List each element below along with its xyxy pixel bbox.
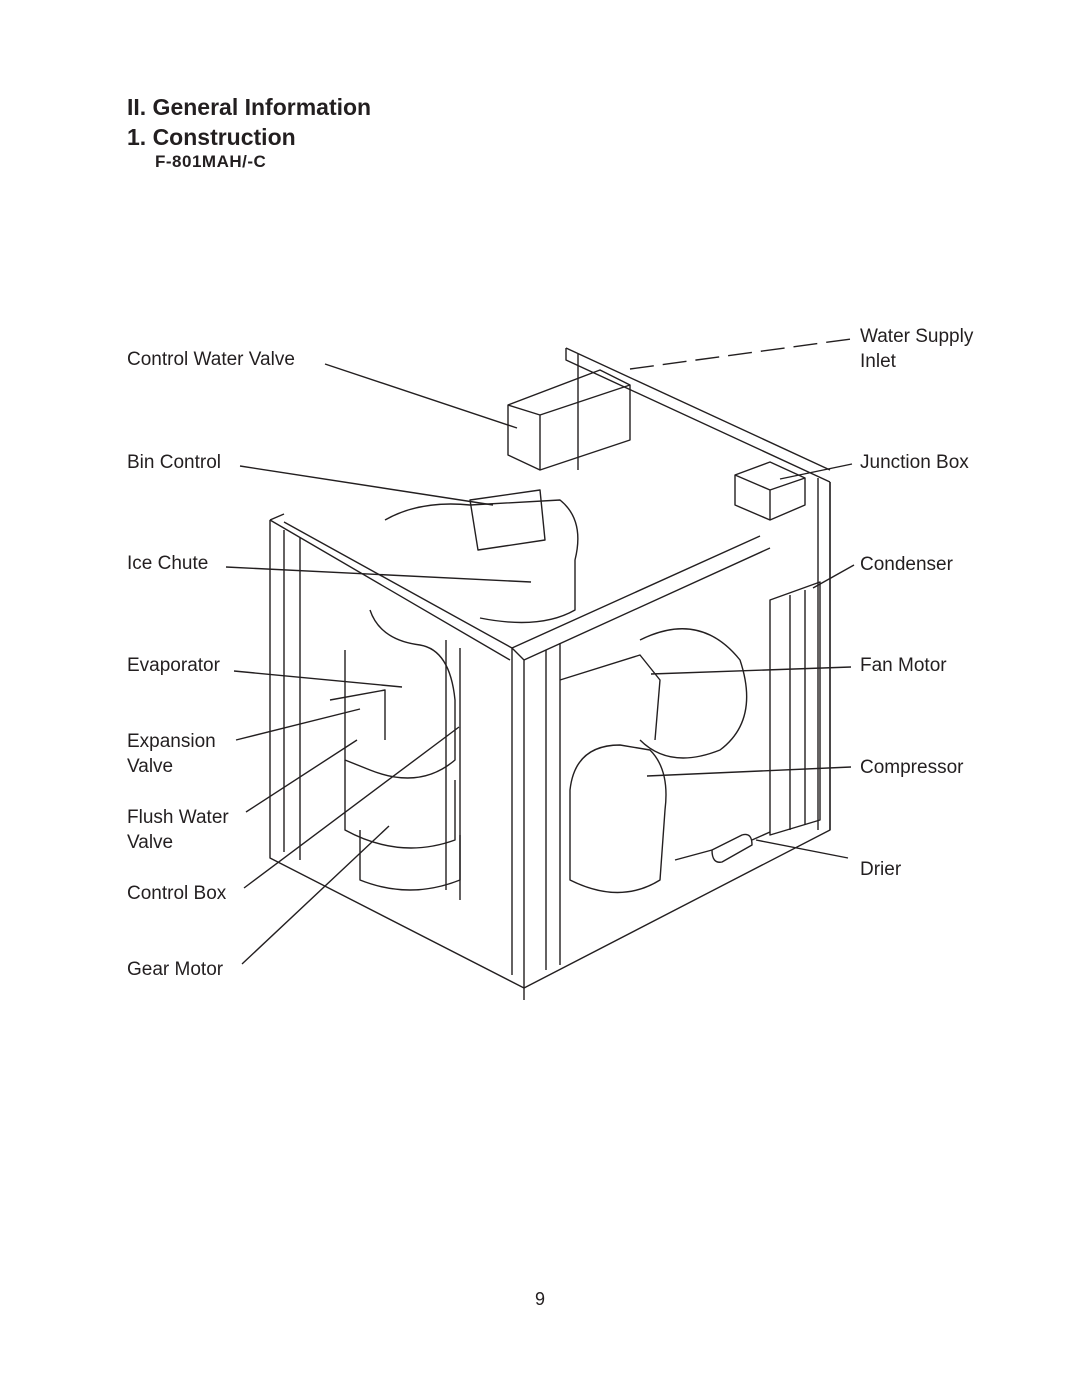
gear-motor-shape: [359, 830, 461, 891]
page-number: 9: [534, 1289, 545, 1309]
section-title: II. General Information: [127, 94, 372, 120]
label-bin-control: Bin Control: [127, 452, 221, 473]
base-outline: [269, 482, 831, 989]
leader-bin-control: [239, 465, 494, 506]
leader-control-water-valve: [324, 363, 518, 429]
leader-fan-motor: [650, 666, 852, 675]
leader-control-box: [243, 726, 460, 889]
label-expansion-valve: Expansion Valve: [127, 731, 216, 777]
label-water-supply-inlet: Water Supply Inlet: [860, 326, 974, 372]
drier-shape: [711, 833, 753, 863]
top-rail-left: [269, 519, 513, 661]
ice-machine-drawing: [269, 347, 831, 1000]
leader-flush-water-valve: [245, 739, 358, 813]
junction-box-shape: [734, 461, 806, 521]
label-drier: Drier: [860, 859, 902, 880]
subsection-title: 1. Construction: [127, 124, 296, 150]
leader-water-supply-inlet: [629, 338, 852, 370]
leader-lines: [225, 338, 855, 965]
label-control-water-valve: Control Water Valve: [127, 349, 295, 370]
top-frame-rear: [565, 348, 831, 483]
label-flush-water-valve: Flush Water Valve: [127, 807, 229, 853]
leader-gear-motor: [241, 825, 390, 965]
leader-drier: [755, 839, 849, 859]
label-compressor: Compressor: [860, 757, 964, 778]
label-condenser: Condenser: [860, 554, 953, 575]
evaporator-shape: [344, 609, 456, 779]
label-gear-motor: Gear Motor: [127, 959, 224, 980]
front-post: [511, 647, 525, 988]
leader-expansion-valve: [235, 708, 361, 741]
label-fan-motor: Fan Motor: [860, 655, 947, 676]
ice-chute-shape: [384, 499, 579, 624]
label-ice-chute: Ice Chute: [127, 553, 209, 574]
label-junction-box: Junction Box: [860, 452, 969, 473]
leader-junction-box: [779, 463, 853, 480]
control-water-valve-box: [507, 369, 631, 471]
leader-compressor: [646, 766, 852, 777]
leader-evaporator: [233, 670, 403, 688]
fan-shape: [639, 628, 748, 759]
compressor-shape: [569, 744, 667, 894]
condenser-shape: [769, 581, 821, 836]
model-number: F-801MAH/-C: [155, 152, 267, 171]
leader-ice-chute: [225, 566, 532, 583]
leader-condenser: [812, 564, 855, 589]
bin-control-shape: [469, 489, 546, 551]
label-control-box: Control Box: [127, 883, 227, 904]
label-evaporator: Evaporator: [127, 655, 220, 676]
